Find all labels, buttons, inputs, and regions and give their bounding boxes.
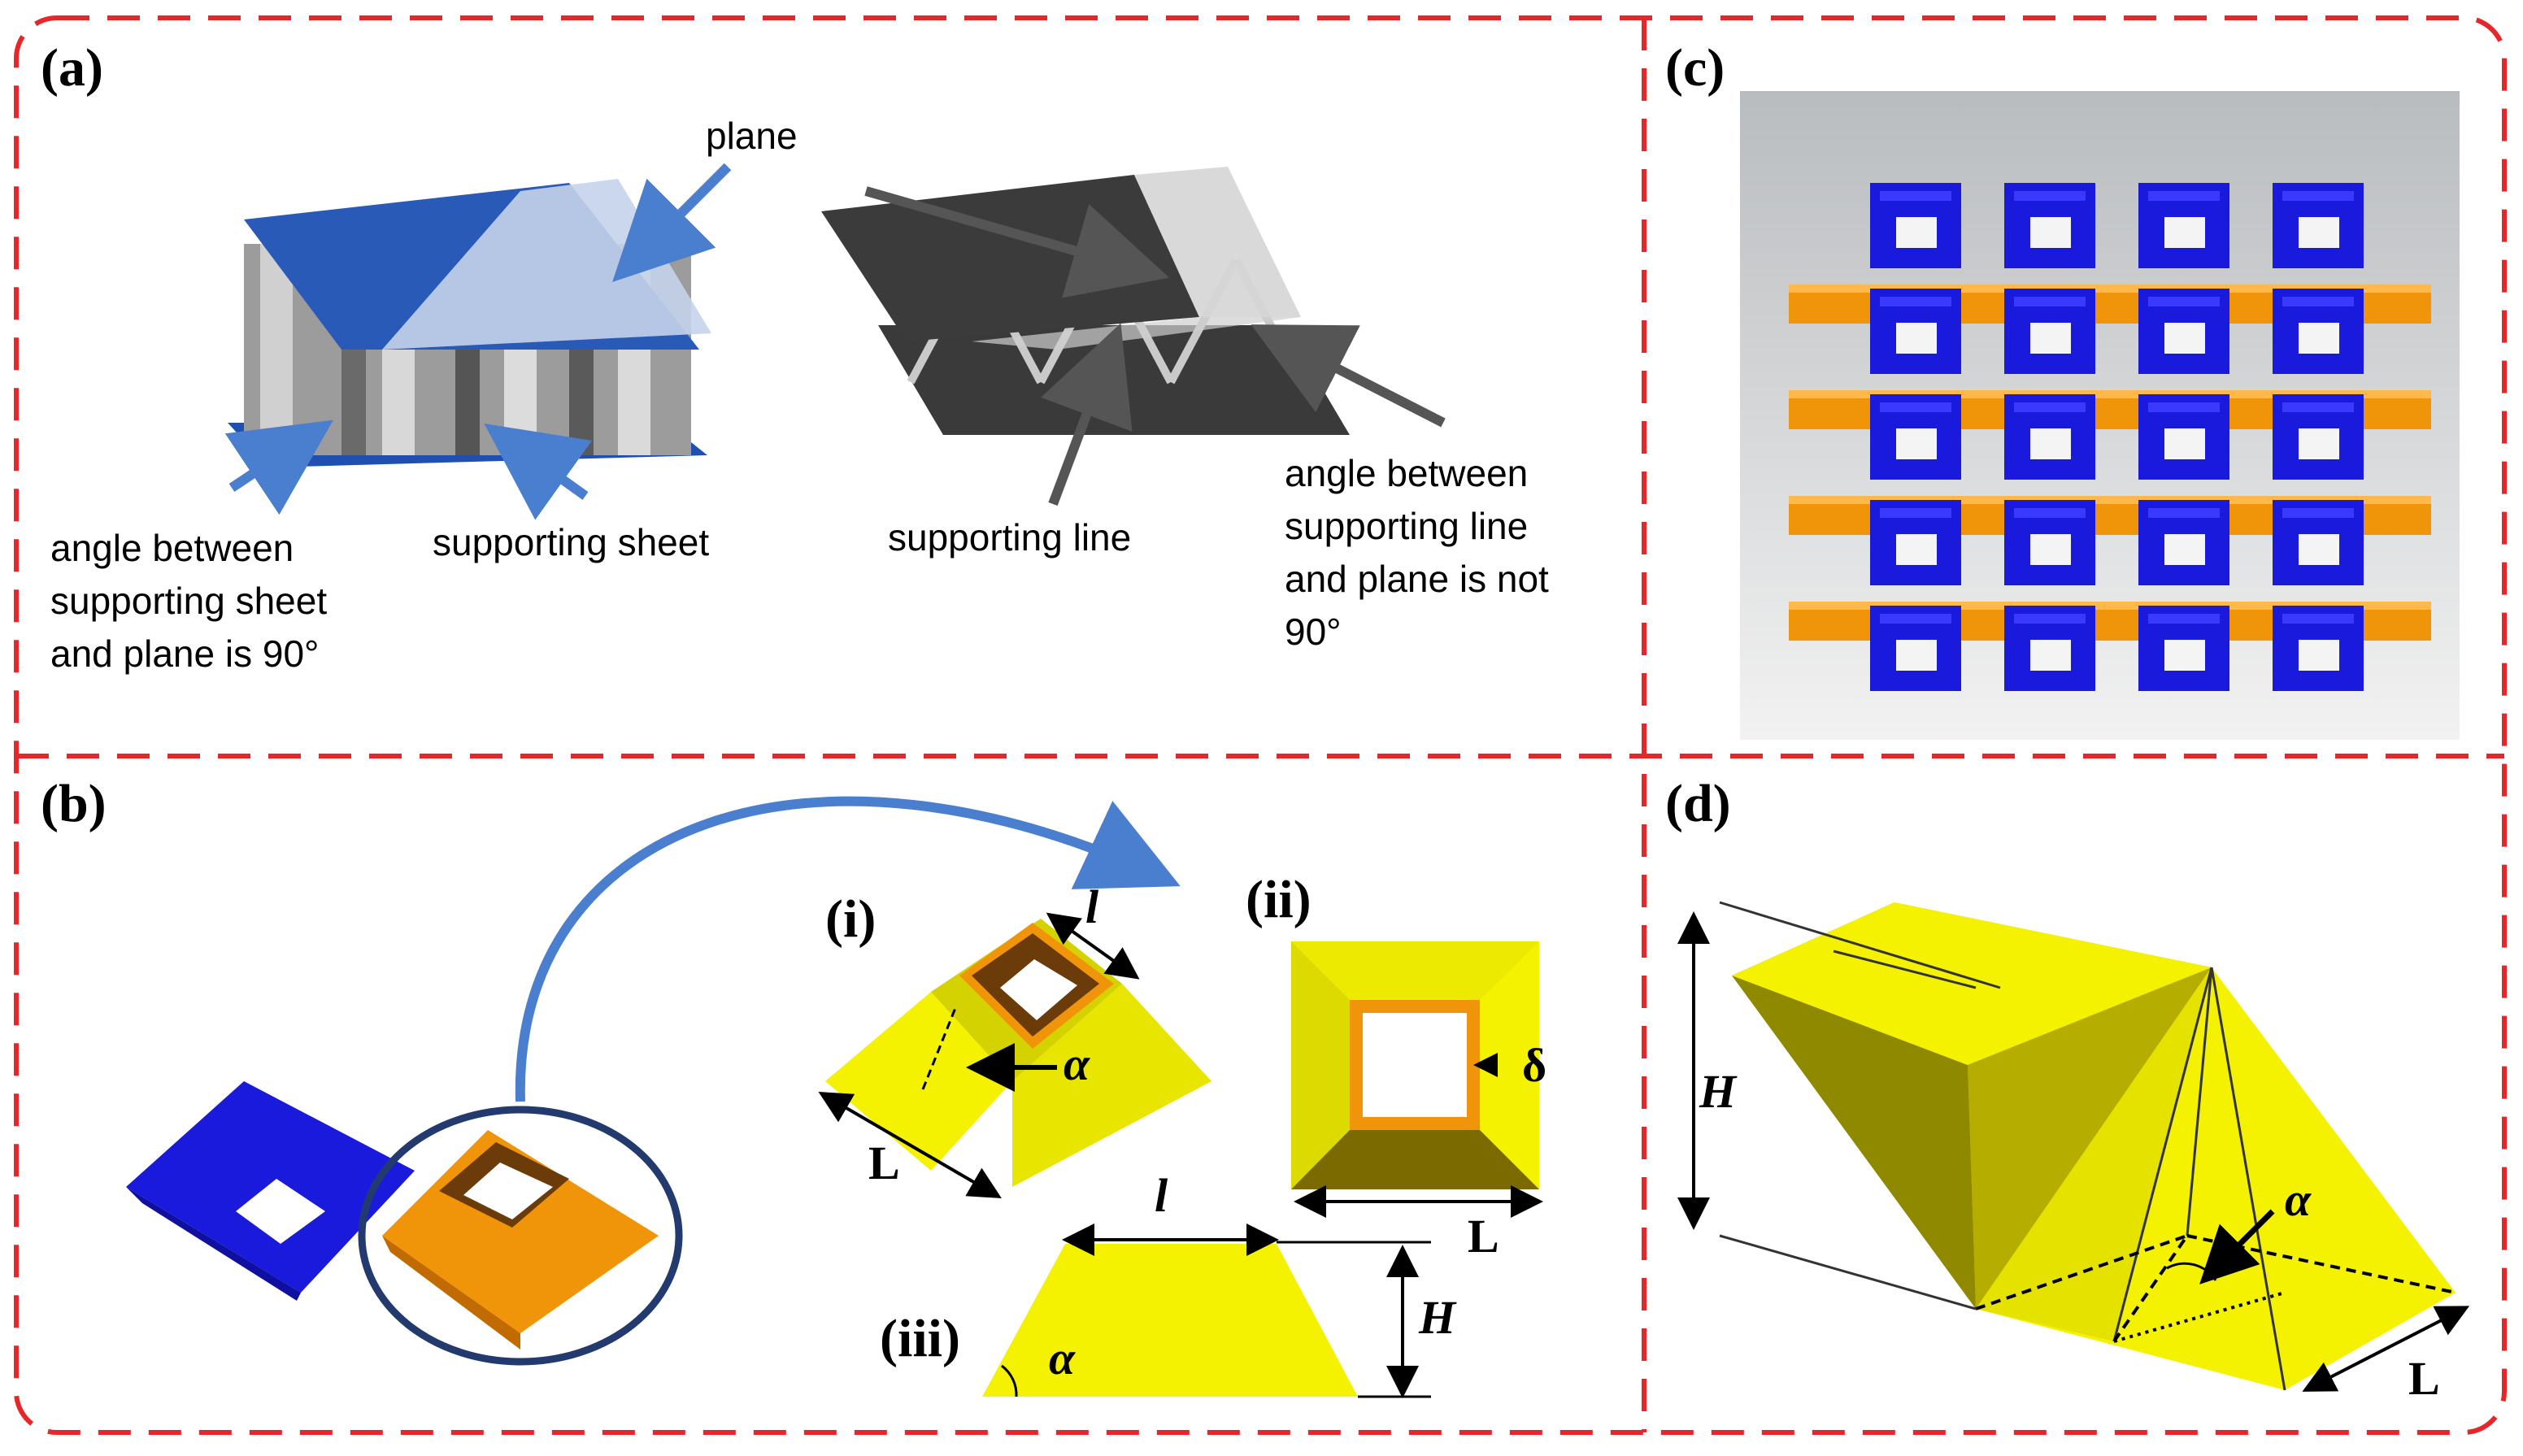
pyramid-cells-3d [126,1081,659,1350]
zoom-arrow [515,796,1181,1102]
panel-d-label: (d) [1665,774,1731,833]
trapezoid-side-view [982,1244,1358,1397]
H-guide-bottom-d [1719,1234,1977,1310]
L-d: L [2408,1352,2440,1405]
sub-i-label: (i) [825,889,876,949]
inclined-pyramid [1732,902,2456,1390]
base-dashed [1975,1234,2456,1343]
alpha-arc-iii [1001,1364,1018,1397]
alpha-arc-d [2166,1262,2217,1281]
supporting-sheet-arrow [484,424,592,520]
frustum-top-view [1291,941,1539,1189]
H-iii: H [1418,1291,1457,1344]
lattice-render [1789,183,2431,691]
angle-line-line-3: and plane is not [1285,558,1549,600]
l-i: l [1085,880,1099,933]
base-dotted [2113,1291,2286,1343]
pyramid-edges [1833,950,2286,1391]
angle-line-arrow [1251,324,1446,428]
angle-sheet-line-2: supporting sheet [50,580,327,622]
alpha-guide-i [921,1007,957,1090]
dim-l-i [1046,912,1140,980]
angle-line-line-4: 90° [1285,611,1342,653]
plane-label: plane [706,115,798,157]
dim-L-d [2302,1306,2470,1392]
truss-plane-arrow [864,186,1170,298]
supporting-line-arrow [1041,323,1133,506]
sub-ii-label: (ii) [1246,870,1312,929]
supporting-sheet-label: supporting sheet [433,521,709,563]
angle-sheet-line-1: angle between [50,527,294,569]
panel-c-label: (c) [1665,38,1725,98]
H-guide-top-d [1719,901,2001,989]
L-i: L [868,1137,900,1189]
plane-arrow [612,163,732,282]
H-d: H [1699,1065,1738,1118]
angle-line-line-2: supporting line [1285,505,1528,547]
truss-sandwich [821,167,1350,435]
angle-sheet-line-3: and plane is 90° [50,632,319,675]
panel-a-label: (a) [41,38,103,98]
supporting-line-label: supporting line [888,516,1131,558]
alpha-i: α [1064,1037,1090,1090]
dim-L-i [818,1091,1002,1199]
angle-sheet-arrow [224,419,333,515]
alpha-iii: α [1049,1332,1076,1384]
angle-line-line-1: angle between [1285,452,1528,494]
panel-b-label: (b) [41,774,107,833]
sub-iii-label: (iii) [880,1309,960,1368]
panel-borders [14,15,2507,1435]
honeycomb-sandwich [228,179,711,467]
l-iii: l [1155,1169,1168,1222]
alpha-arrow-d [2199,1209,2275,1284]
alpha-d: α [2285,1173,2312,1226]
L-ii: L [1468,1210,1499,1263]
delta-symbol: δ [1522,1039,1546,1092]
outer-border [14,15,2507,1435]
highlight-circle [358,1106,683,1366]
